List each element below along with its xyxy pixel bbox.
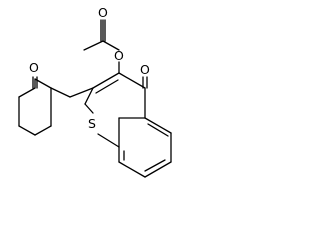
cyclohexanone-ring — [18, 78, 52, 136]
methylene-linker — [50, 87, 94, 98]
thiopyranone-ring — [84, 72, 146, 148]
benzene-ring — [118, 117, 172, 178]
ketone-double-bond — [32, 76, 38, 89]
ester-oxygen-label: O — [114, 48, 124, 63]
ketone-oxygen-label: O — [29, 60, 39, 75]
carbonyl-oxygen-label: O — [140, 62, 150, 77]
acetate-ester-group — [83, 19, 120, 74]
sulfur-label: S — [88, 116, 96, 131]
chemical-structure: O O O O S — [18, 5, 172, 178]
acetyl-oxygen-label: O — [98, 5, 108, 20]
ring-carbonyl-double-bond — [142, 76, 148, 89]
